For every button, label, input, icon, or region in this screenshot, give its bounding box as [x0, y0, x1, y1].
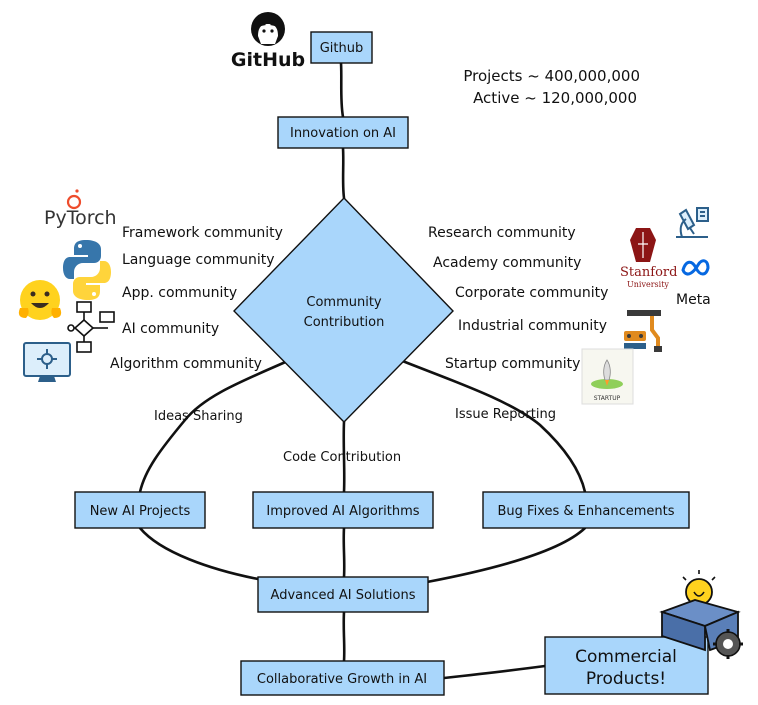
collaborative-growth-label: Collaborative Growth in AI: [257, 672, 427, 687]
right-community-2: Academy community: [433, 255, 581, 271]
edge-github-innovation: [339, 61, 345, 119]
innovation-node[interactable]: Innovation on AI: [277, 116, 409, 149]
connectors: [138, 61, 587, 680]
ideas-sharing-label: Ideas Sharing: [154, 409, 243, 424]
edge-improved-advanced: [342, 526, 346, 579]
lightbulb-box-icon: [659, 570, 743, 659]
advanced-solutions-node[interactable]: Advanced AI Solutions: [257, 576, 429, 613]
right-community-3: Corporate community: [455, 285, 608, 301]
right-community-1: Research community: [428, 225, 576, 241]
bug-fixes-label: Bug Fixes & Enhancements: [498, 504, 675, 519]
meta-logo-text: Meta: [676, 292, 711, 308]
collaborative-growth-node[interactable]: Collaborative Growth in AI: [240, 660, 445, 696]
innovation-node-label: Innovation on AI: [290, 126, 396, 141]
bug-fixes-node[interactable]: Bug Fixes & Enhancements: [482, 491, 690, 529]
stanford-logo-text: Stanford: [620, 265, 677, 280]
improved-algorithms-label: Improved AI Algorithms: [266, 504, 419, 519]
advanced-solutions-label: Advanced AI Solutions: [271, 588, 416, 603]
edge-issue-reporting: [398, 358, 587, 494]
github-node[interactable]: Github: [310, 31, 373, 64]
left-community-4: AI community: [122, 321, 219, 337]
edge-innovation-community: [341, 146, 346, 200]
right-community-5: Startup community: [445, 356, 580, 372]
hugging-face-icon: [18, 280, 62, 320]
improved-algorithms-node[interactable]: Improved AI Algorithms: [252, 491, 434, 529]
community-node-label-2: Contribution: [304, 315, 385, 330]
pytorch-logo-text: PyTorch: [44, 207, 117, 229]
edge-bugfixes-advanced: [425, 526, 587, 584]
github-icon: GitHub: [231, 12, 305, 71]
commercial-label-2: Products!: [586, 669, 666, 689]
python-icon: [63, 240, 111, 300]
github-node-label: Github: [320, 41, 364, 56]
left-community-3: App. community: [122, 285, 237, 301]
new-projects-label: New AI Projects: [90, 504, 191, 519]
active-stat: Active ~ 120,000,000: [473, 89, 637, 107]
microscope-icon: [676, 207, 709, 238]
left-community-5: Algorithm community: [110, 356, 262, 372]
left-community-2: Language community: [122, 252, 275, 268]
stanford-logo-sub: University: [627, 280, 669, 289]
projects-stat: Projects ~ 400,000,000: [463, 67, 640, 85]
commercial-products-node[interactable]: Commercial Products!: [544, 636, 709, 695]
new-projects-node[interactable]: New AI Projects: [74, 491, 206, 529]
stanford-icon: Stanford University: [620, 228, 677, 289]
monitor-network-icon: [23, 342, 71, 382]
right-community-4: Industrial community: [458, 318, 607, 334]
edge-ideas-sharing: [138, 358, 292, 494]
startup-logo-text: STARTUP: [594, 395, 621, 402]
issue-reporting-label: Issue Reporting: [455, 407, 556, 422]
edge-advanced-growth: [342, 610, 346, 663]
github-logo-text: GitHub: [231, 49, 305, 71]
community-contribution-node[interactable]: Community Contribution: [233, 196, 454, 423]
pytorch-icon: PyTorch: [44, 189, 117, 229]
community-node-label-1: Community: [306, 295, 382, 310]
robot-arm-icon: [624, 310, 662, 352]
edge-newprojects-advanced: [138, 526, 265, 582]
rocket-startup-icon: STARTUP: [581, 348, 634, 405]
left-community-1: Framework community: [122, 225, 283, 241]
edge-growth-commercial: [442, 664, 547, 680]
edge-code-contribution: [342, 420, 346, 494]
code-contribution-label: Code Contribution: [283, 450, 401, 465]
meta-icon: Meta: [676, 259, 711, 308]
commercial-label-1: Commercial: [575, 647, 677, 667]
flowchart-icon: [67, 301, 115, 353]
